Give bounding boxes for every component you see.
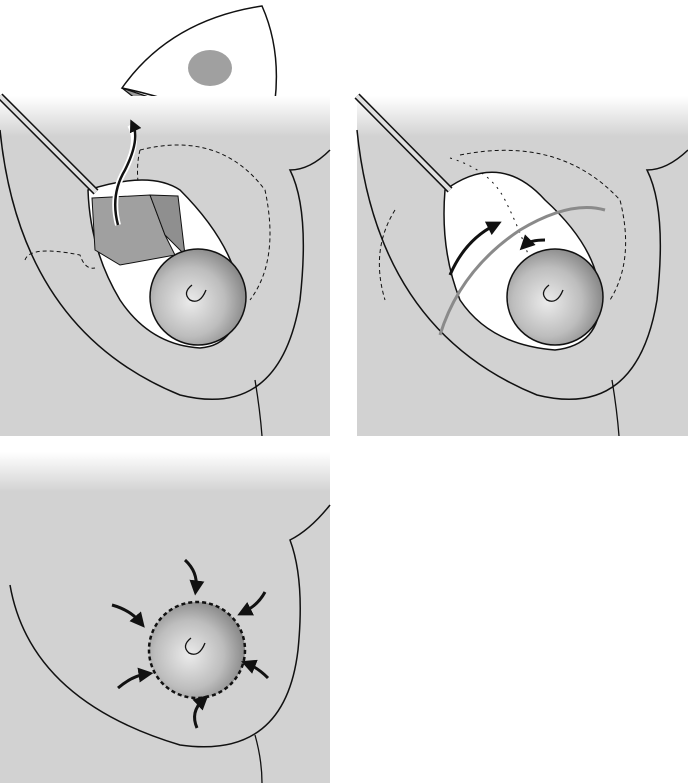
breast-outline <box>356 129 688 400</box>
nipple-icon <box>185 284 207 302</box>
nipple-icon <box>542 284 564 302</box>
forceps-icon <box>0 93 99 195</box>
areola <box>149 248 247 346</box>
breast-outline <box>0 129 331 400</box>
areola <box>147 600 247 700</box>
areola <box>506 248 604 346</box>
panel-result <box>0 452 331 783</box>
incision-dashed <box>24 144 271 301</box>
excised-areola-patch <box>188 50 232 86</box>
panel-excision <box>0 93 331 437</box>
advance-arrow <box>448 221 502 276</box>
nipple-icon <box>184 637 206 655</box>
breast-outline <box>9 504 331 748</box>
compression-arrows <box>111 558 270 729</box>
suture-line <box>449 157 531 261</box>
forceps-icon <box>354 93 453 193</box>
incision-dashed <box>378 149 627 301</box>
panel-closure <box>354 93 688 437</box>
advance-arrow <box>519 234 546 251</box>
